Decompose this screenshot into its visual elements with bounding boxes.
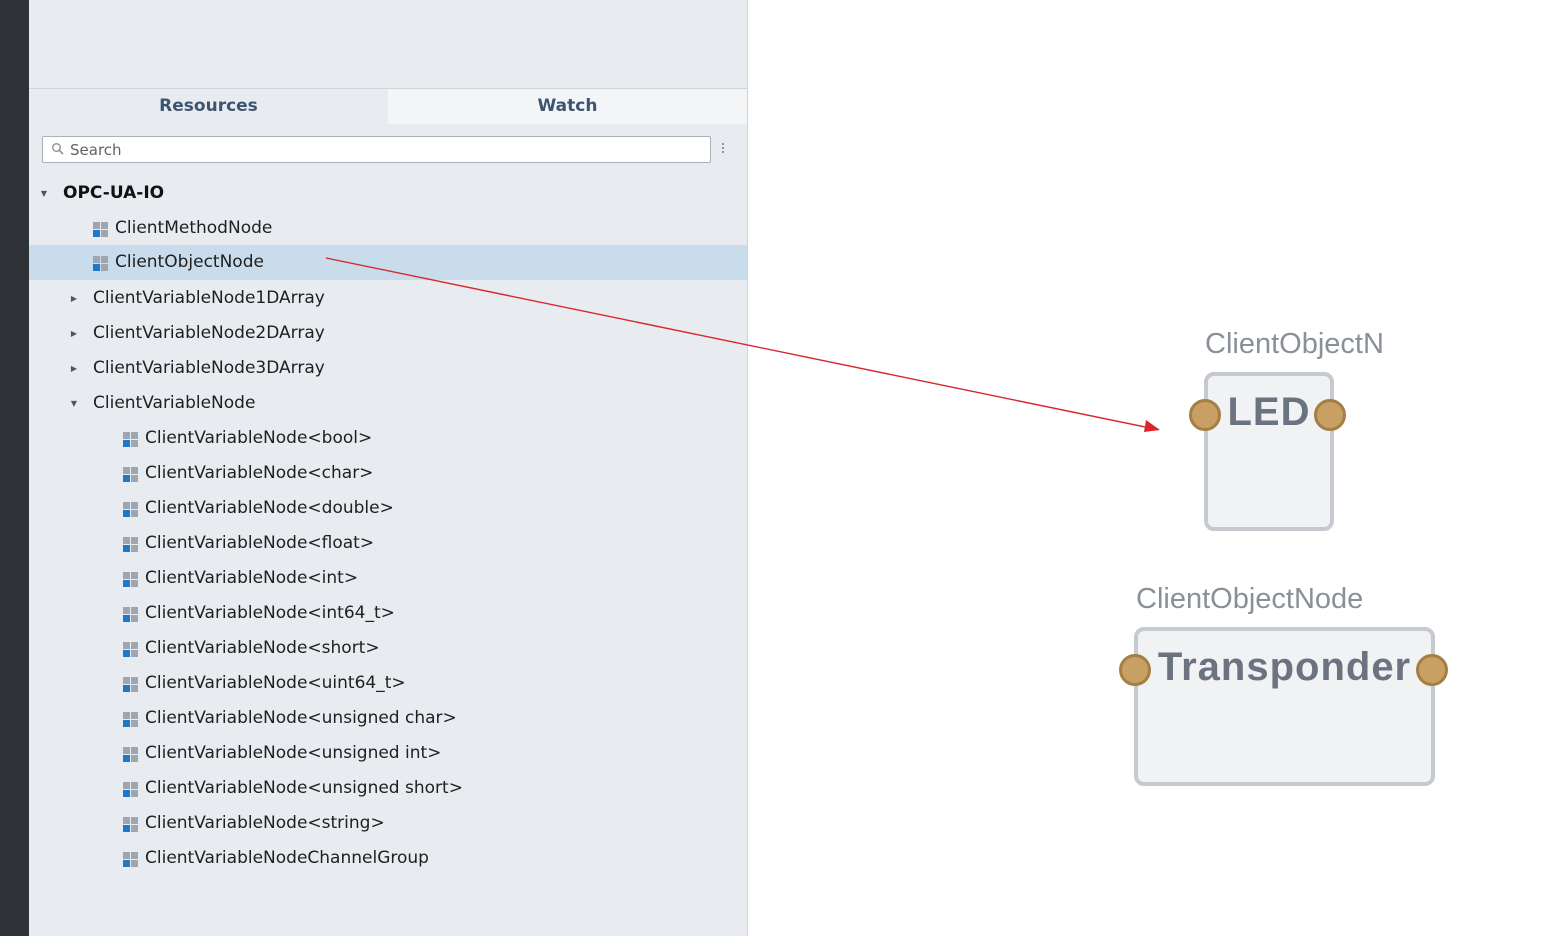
tree-item-label: ClientVariableNode<float> (145, 533, 375, 553)
tree-item-label: ClientVariableNode3DArray (93, 358, 325, 378)
tree-item-variable-child[interactable]: ClientVariableNode<float> (29, 526, 747, 561)
tree-item-variable-child[interactable]: ClientVariableNode<char> (29, 456, 747, 491)
block-caption: ClientObjectNode (1136, 583, 1364, 615)
output-port[interactable] (1314, 399, 1346, 431)
function-block-icon (123, 677, 138, 692)
tree-item-1d-array[interactable]: ▶ ClientVariableNode1DArray (29, 281, 747, 316)
caret-right-icon[interactable]: ▶ (70, 294, 78, 303)
function-block-icon (123, 642, 138, 657)
tree-item-label: ClientVariableNode<int64_t> (145, 603, 395, 623)
function-block-icon (123, 432, 138, 447)
tree-item-client-method-node[interactable]: ClientMethodNode (29, 211, 747, 246)
tree-item-variable-child[interactable]: ClientVariableNode<unsigned char> (29, 701, 747, 736)
tree-item-2d-array[interactable]: ▶ ClientVariableNode2DArray (29, 316, 747, 351)
tree-item-label: ClientVariableNodeChannelGroup (145, 848, 429, 868)
block-title: LED (1227, 390, 1311, 434)
tree-item-variable-child[interactable]: ClientVariableNode<double> (29, 491, 747, 526)
caret-right-icon[interactable]: ▶ (70, 329, 78, 338)
tree-item-label: ClientVariableNode<double> (145, 498, 394, 518)
search-field[interactable] (42, 136, 711, 163)
tree-item-variable-child[interactable]: ClientVariableNode<int64_t> (29, 596, 747, 631)
tree-item-variable-child[interactable]: ClientVariableNode<bool> (29, 421, 747, 456)
function-block-icon (123, 747, 138, 762)
tree-item-label: ClientObjectNode (115, 252, 264, 272)
tree-item-label: ClientMethodNode (115, 218, 273, 238)
tree-item-label: ClientVariableNode<short> (145, 638, 380, 658)
function-block-icon (123, 572, 138, 587)
tree-item-label: ClientVariableNode<char> (145, 463, 374, 483)
resources-panel: Resources Watch ▼ OPC-UA-IO ClientMethod… (29, 0, 748, 936)
tab-watch[interactable]: Watch (388, 89, 747, 124)
panel-tabs: Resources Watch (29, 88, 747, 124)
function-block-icon (123, 852, 138, 867)
tree-item-label: ClientVariableNode (93, 393, 256, 413)
function-block-icon (93, 222, 108, 237)
caret-right-icon[interactable]: ▶ (70, 364, 78, 373)
tree-item-label: OPC-UA-IO (63, 183, 165, 203)
function-block-icon (123, 607, 138, 622)
tree-item-variable-child[interactable]: ClientVariableNode<string> (29, 806, 747, 841)
function-block-icon (123, 502, 138, 517)
function-block-icon (123, 712, 138, 727)
tree-item-variable-child[interactable]: ClientVariableNode<int> (29, 561, 747, 596)
function-block-icon (123, 782, 138, 797)
activity-strip (0, 0, 29, 936)
caret-down-icon[interactable]: ▼ (70, 399, 78, 408)
tree-item-variable-child[interactable]: ClientVariableNodeChannelGroup (29, 841, 747, 876)
tree-item-label: ClientVariableNode<string> (145, 813, 385, 833)
tree-item-label: ClientVariableNode2DArray (93, 323, 325, 343)
search-icon (52, 143, 64, 155)
block-title: Transponder (1157, 645, 1412, 689)
led-block[interactable]: LED (1204, 372, 1334, 531)
output-port[interactable] (1416, 654, 1448, 686)
input-port[interactable] (1189, 399, 1221, 431)
more-options-icon[interactable] (719, 141, 727, 159)
tree-item-3d-array[interactable]: ▶ ClientVariableNode3DArray (29, 351, 747, 386)
transponder-block[interactable]: Transponder (1134, 627, 1435, 786)
tree-item-client-object-node[interactable]: ClientObjectNode (29, 245, 747, 280)
function-block-icon (123, 467, 138, 482)
caret-down-icon[interactable]: ▼ (40, 189, 48, 198)
tree-item-label: ClientVariableNode<uint64_t> (145, 673, 406, 693)
tree-item-label: ClientVariableNode<bool> (145, 428, 373, 448)
tree-item-opc-ua-io[interactable]: ▼ OPC-UA-IO (29, 176, 747, 211)
function-block-icon (93, 256, 108, 271)
input-port[interactable] (1119, 654, 1151, 686)
tree-item-client-variable-node[interactable]: ▼ ClientVariableNode (29, 386, 747, 421)
tab-resources[interactable]: Resources (29, 89, 388, 124)
tree-item-label: ClientVariableNode<unsigned int> (145, 743, 442, 763)
tree-item-variable-child[interactable]: ClientVariableNode<unsigned short> (29, 771, 747, 806)
tree-item-variable-child[interactable]: ClientVariableNode<short> (29, 631, 747, 666)
tree-item-label: ClientVariableNode1DArray (93, 288, 325, 308)
tree-item-variable-child[interactable]: ClientVariableNode<uint64_t> (29, 666, 747, 701)
tree-item-variable-child[interactable]: ClientVariableNode<unsigned int> (29, 736, 747, 771)
tree-item-label: ClientVariableNode<unsigned short> (145, 778, 463, 798)
function-block-icon (123, 817, 138, 832)
tree-item-label: ClientVariableNode<unsigned char> (145, 708, 457, 728)
search-input[interactable] (70, 139, 700, 160)
block-caption: ClientObjectN (1205, 328, 1384, 360)
tree-item-label: ClientVariableNode<int> (145, 568, 359, 588)
function-block-icon (123, 537, 138, 552)
